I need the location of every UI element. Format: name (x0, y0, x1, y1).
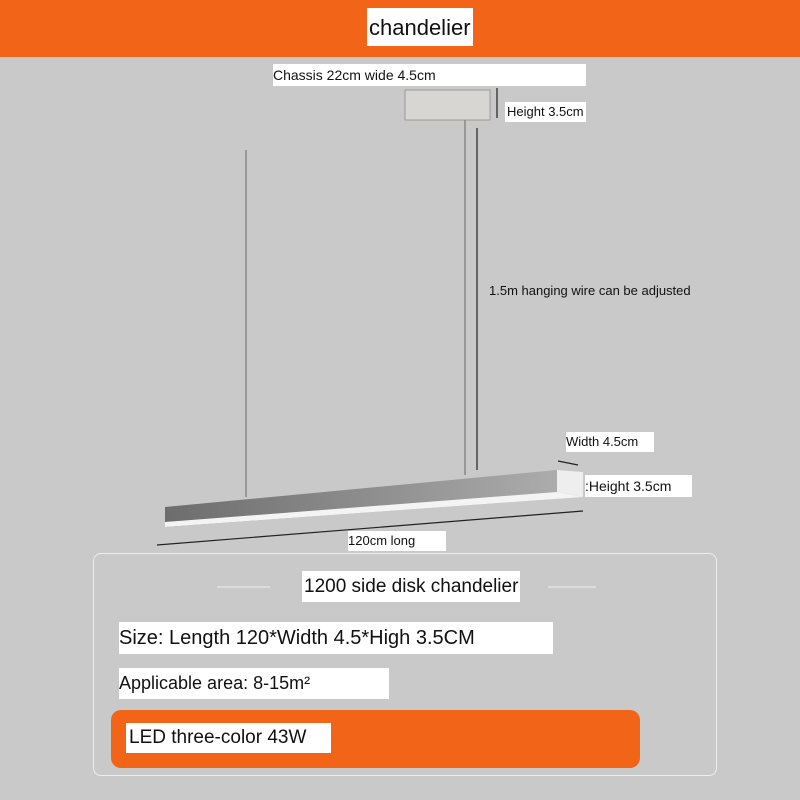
bar-height-label: :Height 3.5cm (585, 475, 692, 497)
header-title: chandelier (367, 8, 473, 46)
chassis-label: Chassis 22cm wide 4.5cm (273, 64, 586, 86)
canopy (404, 89, 491, 121)
spec-power: LED three-color 43W (126, 723, 331, 753)
wire-label: 1.5m hanging wire can be adjusted (489, 283, 691, 298)
spec-size: Size: Length 120*Width 4.5*High 3.5CM (119, 622, 553, 654)
length-arrow (156, 510, 584, 546)
spec-card (93, 553, 717, 776)
width-label: Width 4.5cm (566, 432, 654, 452)
canopy-height-label: Height 3.5cm (505, 102, 586, 122)
spec-title: 1200 side disk chandelier (302, 571, 521, 602)
width-arrow (557, 460, 579, 466)
lamp-bar (165, 470, 583, 527)
length-label: 120cm long (348, 531, 446, 551)
spec-area: Applicable area: 8-15m² (119, 668, 389, 699)
